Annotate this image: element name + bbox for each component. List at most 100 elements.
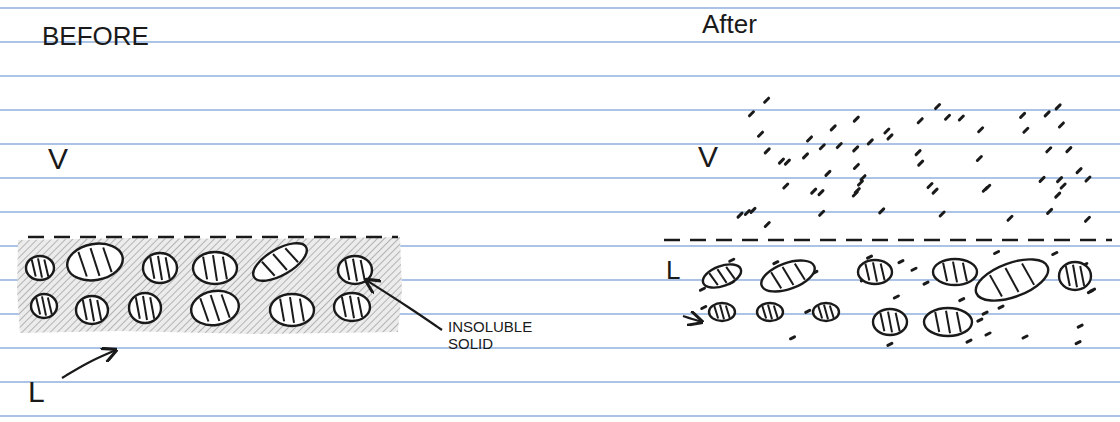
molecule-dot (854, 117, 858, 121)
molecule-dot (745, 211, 749, 215)
particle-stripe (280, 299, 284, 322)
particle-stripe (213, 255, 217, 281)
molecule-dot (1024, 128, 1028, 132)
particle-outline (970, 251, 1053, 309)
molecule-dot (738, 213, 742, 217)
molecule-dot (791, 337, 795, 339)
particle-stripe (865, 263, 869, 280)
particle-stripe (262, 260, 275, 278)
particle-stripe (963, 263, 967, 282)
particle-stripe (768, 305, 772, 319)
particle-stripe (32, 259, 36, 276)
ruled-line (0, 415, 1120, 416)
molecule-dot (894, 296, 898, 298)
molecule-dot (983, 187, 987, 191)
solid-particle (76, 296, 108, 324)
before-particles (26, 236, 372, 329)
molecule-dot (765, 149, 769, 153)
particle-stripe (726, 306, 730, 319)
molecule-dot (1085, 217, 1089, 221)
molecule-dot (1021, 113, 1025, 117)
ruled-line (0, 143, 1120, 144)
molecule-dot (784, 184, 788, 188)
solid-particle (64, 239, 125, 284)
particle-stripe (211, 294, 220, 321)
molecule-dot (759, 132, 763, 136)
molecule-dot (977, 156, 981, 160)
molecule-dot (912, 268, 916, 270)
particle-stripe (48, 297, 52, 314)
ruled-line (0, 381, 1120, 382)
particle-stripe (720, 305, 724, 319)
molecule-dot (933, 189, 937, 193)
molecule-dot (946, 115, 950, 119)
particle-stripe (774, 306, 778, 319)
molecule-dot (1076, 342, 1080, 344)
particle-stripe (1073, 265, 1077, 287)
ruled-line (0, 109, 1120, 110)
particle-stripe (345, 260, 349, 280)
solid-particle (193, 252, 237, 284)
solid-particle (26, 256, 54, 280)
particle-stripe (881, 263, 885, 280)
molecule-dot (820, 211, 824, 215)
molecule-dot (978, 319, 982, 321)
molecule-dot (1047, 148, 1051, 152)
particle-outline (933, 259, 977, 285)
molecule-dot (854, 147, 858, 151)
particle-outline (873, 309, 907, 335)
solid-particle (858, 260, 892, 284)
particle-stripe (150, 297, 154, 318)
molecule-dot (831, 126, 835, 130)
particle-stripe (166, 257, 170, 278)
molecule-dot (880, 209, 884, 213)
phase-label: V (48, 142, 68, 177)
solid-particle (970, 251, 1053, 309)
particle-stripe (91, 247, 100, 276)
molecule-dot (1088, 291, 1092, 293)
molecule-dot (1008, 216, 1012, 220)
particle-stripe (90, 299, 94, 321)
molecule-dot (749, 112, 753, 116)
molecule-dot (819, 191, 823, 195)
particle-stripe (38, 258, 42, 277)
callout-label: INSOLUBLE SOLID (448, 318, 548, 353)
molecule-dot (918, 119, 922, 123)
particle-stripe (136, 297, 140, 318)
solid-particle (188, 287, 241, 329)
molecule-dot (868, 140, 872, 144)
molecule-dot (804, 154, 808, 158)
leader-arrow (366, 280, 442, 330)
solid-particle (873, 309, 907, 335)
phase-label: L (666, 256, 680, 286)
molecule-dot (812, 189, 816, 193)
particle-outline (1059, 262, 1091, 290)
solid-particle (700, 260, 744, 292)
particle-stripe (103, 247, 111, 273)
particle-outline (700, 260, 744, 292)
particle-stripe (714, 306, 718, 319)
molecule-dot (916, 151, 920, 155)
molecule-dot (765, 223, 769, 227)
particle-stripe (300, 299, 304, 322)
particle-stripe (709, 272, 718, 287)
molecule-dot (967, 340, 971, 342)
ruled-line (0, 41, 1120, 42)
molecule-dot (774, 262, 778, 264)
particle-outline (129, 293, 161, 323)
molecule-dot (899, 261, 903, 263)
ruled-line (0, 75, 1120, 76)
particle-stripe (1022, 262, 1034, 286)
panel-title: After (702, 10, 757, 40)
molecule-dot (885, 129, 889, 133)
molecule-dot (1048, 209, 1052, 213)
particle-stripe (896, 313, 900, 332)
molecule-dot (1078, 325, 1082, 327)
solid-particle (31, 294, 57, 318)
molecule-dot (702, 306, 706, 308)
molecule-dot (751, 208, 755, 212)
molecule-dot (854, 164, 858, 168)
particle-stripe (726, 266, 735, 281)
after-particles (700, 251, 1091, 336)
particle-stripe (285, 246, 298, 264)
